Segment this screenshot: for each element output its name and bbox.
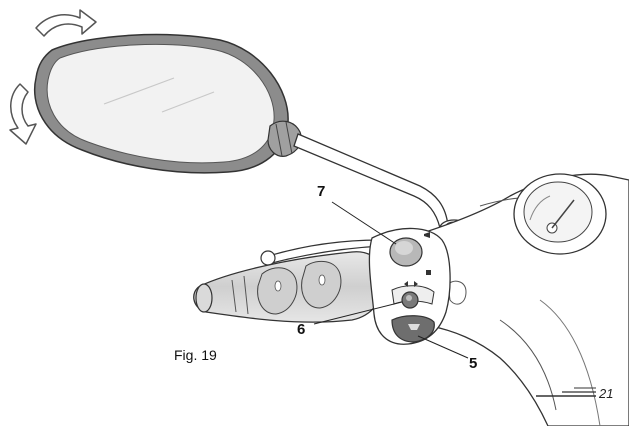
indicator-switch-icon bbox=[391, 281, 435, 309]
callout-5: 5 bbox=[469, 355, 478, 372]
handlebar-grip bbox=[193, 251, 385, 323]
headset-body bbox=[399, 173, 629, 426]
figure-caption: Fig. 19 bbox=[174, 347, 217, 363]
page-number: 21 bbox=[599, 386, 614, 401]
rotate-arrow-icon bbox=[35, 9, 97, 37]
callout-6: 6 bbox=[297, 321, 306, 338]
callout-7: 7 bbox=[317, 183, 326, 200]
page-rule bbox=[536, 387, 596, 397]
mirror bbox=[33, 33, 302, 174]
callout-leader-lines bbox=[313, 201, 469, 359]
tilt-arrow-icon bbox=[9, 83, 37, 145]
horn-button-icon bbox=[391, 315, 435, 343]
light-switch-icon bbox=[389, 232, 431, 275]
